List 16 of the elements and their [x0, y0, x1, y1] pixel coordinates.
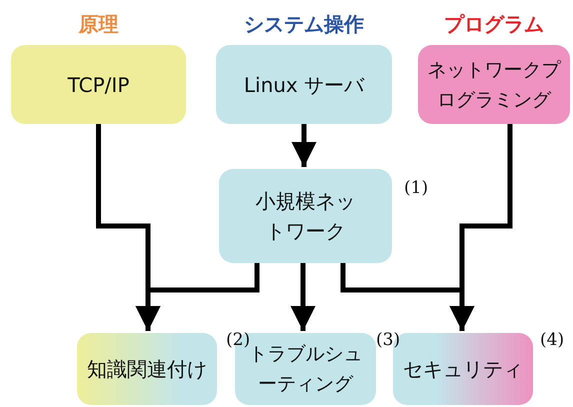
- box-text: ネットワークプログラミング: [426, 58, 562, 112]
- category-heading: システム操作: [243, 11, 365, 38]
- box-text: TCP/IP: [68, 72, 130, 98]
- step-number: (2): [226, 330, 250, 350]
- step-number: (3): [376, 330, 400, 350]
- box-text: 知識関連付け: [87, 356, 207, 383]
- category-heading: プログラム: [443, 11, 545, 38]
- box-text: トラブルシューティング: [248, 343, 364, 397]
- box-text: 小規模ネットワーク: [254, 188, 356, 245]
- arrow: [290, 263, 316, 331]
- category-heading: 原理: [77, 11, 120, 38]
- step-number: (1): [404, 178, 428, 198]
- box-text: セキュリティ: [403, 356, 523, 383]
- box-text: Linux サーバ: [244, 72, 364, 98]
- step-number: (4): [540, 330, 564, 350]
- arrow: [292, 124, 316, 167]
